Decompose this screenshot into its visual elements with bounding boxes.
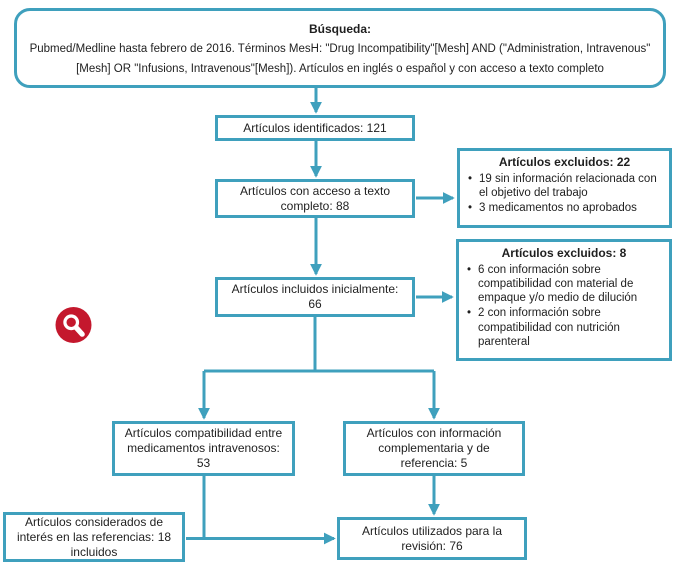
excluded-2-reason: • 6 con información sobre compatibilidad… (467, 263, 661, 306)
reference-articles-label: Artículos considerados de interés en las… (16, 514, 172, 559)
excluded-2-reason: • 2 con información sobre compatibilidad… (467, 306, 661, 349)
complementary-articles-box: Artículos con información complementaria… (343, 421, 525, 476)
excluded-articles-box-1: Artículos excluidos: 22 • 19 sin informa… (457, 148, 672, 228)
search-icon (55, 307, 92, 343)
excluded-1-reason-text: 19 sin información relacionada con el ob… (479, 172, 657, 199)
final-review-label: Artículos utilizados para la revisión: 7… (361, 523, 503, 553)
compatibility-articles-box: Artículos compatibilidad entre medicamen… (112, 421, 295, 476)
excluded-1-reason: • 19 sin información relacionada con el … (468, 172, 661, 201)
excluded-1-reason: • 3 medicamentos no aprobados (468, 201, 661, 215)
bullet-icon: • (468, 172, 473, 185)
search-strategy-text: Pubmed/Medline hasta febrero de 2016. Té… (29, 43, 651, 75)
search-strategy-title: Búsqueda: (308, 22, 371, 36)
identified-articles-box: Artículos identificados: 121 (215, 115, 415, 141)
fulltext-access-box: Artículos con acceso a texto completo: 8… (215, 179, 415, 218)
complementary-articles-label: Artículos con información complementaria… (366, 426, 502, 470)
bullet-icon: • (467, 307, 472, 320)
reference-articles-box: Artículos considerados de interés en las… (3, 512, 185, 562)
excluded-2-title: Artículos excluidos: 8 (501, 246, 627, 260)
excluded-1-title: Artículos excluidos: 22 (498, 155, 631, 169)
search-strategy-box: Búsqueda: Pubmed/Medline hasta febrero d… (14, 8, 666, 88)
fulltext-access-label: Artículos con acceso a texto completo: 8… (239, 183, 391, 213)
excluded-1-reason-text: 3 medicamentos no aprobados (479, 202, 637, 215)
initially-included-label: Artículos incluidos inicialmente: 66 (231, 282, 399, 311)
excluded-2-reason-text: 6 con información sobre compatibilidad c… (478, 263, 638, 305)
initially-included-box: Artículos incluidos inicialmente: 66 (215, 277, 415, 317)
compatibility-articles-label: Artículos compatibilidad entre medicamen… (124, 426, 283, 470)
zoom-search-button[interactable] (55, 306, 92, 344)
excluded-2-reason-text: 2 con información sobre compatibilidad c… (478, 307, 620, 348)
identified-articles-label: Artículos identificados: 121 (243, 120, 387, 135)
final-review-box: Artículos utilizados para la revisión: 7… (337, 517, 527, 560)
excluded-articles-box-2: Artículos excluidos: 8 • 6 con informaci… (456, 239, 672, 361)
bullet-icon: • (467, 263, 472, 276)
split-connector (204, 315, 434, 373)
bullet-icon: • (468, 202, 473, 215)
